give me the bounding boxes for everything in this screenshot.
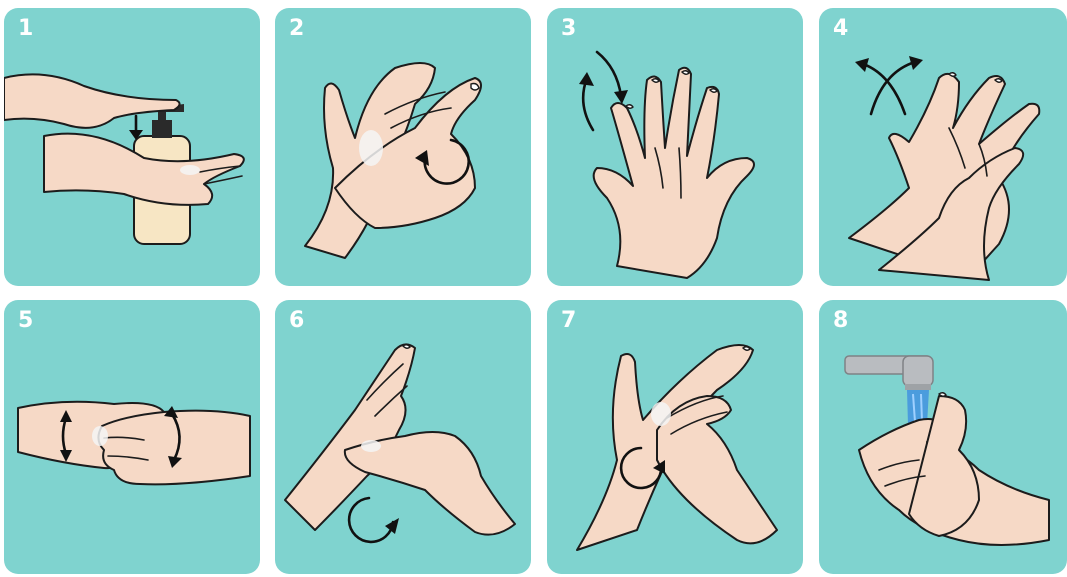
step-7-panel: 7 — [547, 300, 803, 574]
step-6-panel: 6 — [275, 300, 531, 574]
thumb-rub-icon — [275, 300, 531, 574]
palm-to-palm-icon — [275, 8, 531, 286]
soap-dispenser-icon — [4, 8, 260, 286]
back-of-hand-icon — [819, 8, 1067, 286]
step-1-panel: 1 — [4, 8, 260, 286]
rinse-faucet-icon — [819, 300, 1067, 574]
interlaced-fingers-icon — [547, 8, 803, 286]
step-4-panel: 4 — [819, 8, 1067, 286]
step-2-panel: 2 — [275, 8, 531, 286]
step-8-panel: 8 — [819, 300, 1067, 574]
step-3-panel: 3 — [547, 8, 803, 286]
step-5-panel: 5 — [4, 300, 260, 574]
fingertips-palm-icon — [547, 300, 803, 574]
interlocked-fingers-icon — [4, 300, 260, 574]
